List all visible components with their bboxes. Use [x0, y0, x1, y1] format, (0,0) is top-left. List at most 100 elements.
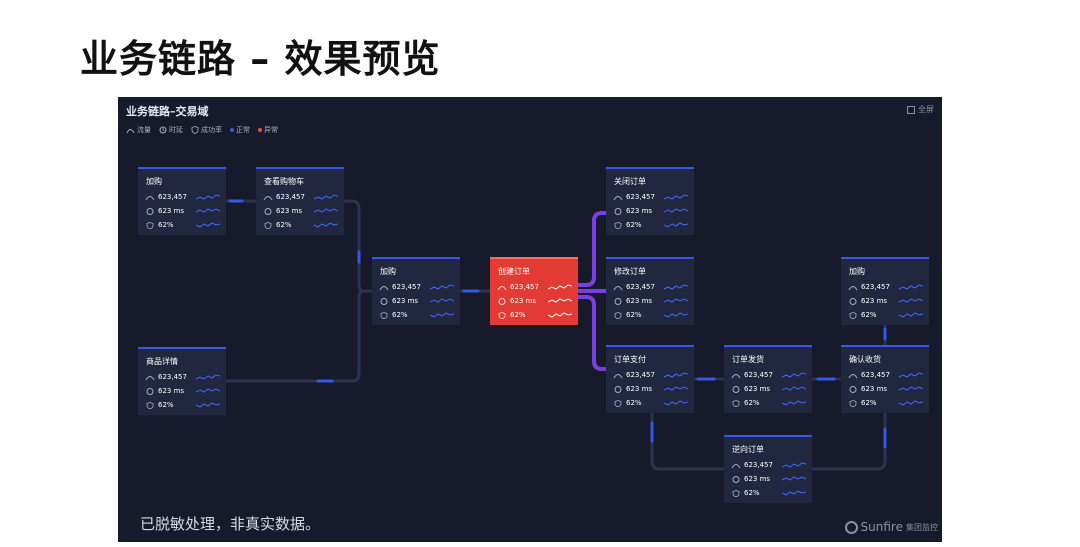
- rate-value: 62%: [510, 311, 526, 319]
- node-product-detail[interactable]: 商品详情 623,457 623 ms 62%: [138, 347, 226, 415]
- rate-sparkline: [664, 222, 688, 228]
- node-order-payment[interactable]: 订单支付 623,457 623 ms 62%: [606, 345, 694, 413]
- clock-icon: [146, 387, 154, 395]
- node-title: 加购: [849, 267, 865, 276]
- node-title: 关闭订单: [614, 177, 646, 186]
- traffic-value: 623,457: [626, 371, 655, 379]
- traffic-icon: [263, 195, 273, 200]
- traffic-icon: [126, 128, 135, 133]
- node-modify-order[interactable]: 修改订单 623,457 623 ms 62%: [606, 257, 694, 325]
- panel-title: 业务链路–交易域: [126, 105, 209, 118]
- link-n3-n4: [224, 289, 367, 383]
- clock-icon: [614, 385, 622, 393]
- shield-icon: [146, 401, 154, 409]
- latency-sparkline: [664, 208, 688, 213]
- brand-subtitle: 集团监控: [906, 522, 938, 532]
- brand-name: Sunfire: [860, 520, 903, 534]
- legend-normal: 正常: [230, 125, 250, 135]
- legend-success-rate: 成功率: [191, 125, 222, 135]
- legend-abnormal: 异常: [258, 125, 278, 135]
- shield-icon: [191, 126, 199, 134]
- traffic-sparkline: [782, 462, 806, 468]
- traffic-icon: [497, 285, 507, 290]
- link-n5-n6: [576, 211, 608, 287]
- traffic-value: 623,457: [744, 371, 773, 379]
- fullscreen-icon: [907, 105, 915, 114]
- latency-sparkline: [899, 386, 923, 391]
- latency-value: 623 ms: [744, 385, 771, 393]
- legend-traffic: 流量: [126, 125, 151, 135]
- traffic-sparkline: [314, 194, 338, 200]
- traffic-value: 623,457: [744, 461, 773, 469]
- shield-icon: [614, 221, 622, 229]
- shield-icon: [849, 311, 857, 319]
- shield-icon: [380, 311, 388, 319]
- fullscreen-button[interactable]: 全屏: [907, 104, 934, 115]
- node-add-to-cart-2[interactable]: 加购 623,457 623 ms 62%: [372, 257, 460, 325]
- rate-sparkline: [899, 312, 923, 318]
- rate-value: 62%: [626, 311, 642, 319]
- rate-sparkline: [548, 312, 572, 318]
- link-n8-n12: [650, 411, 726, 471]
- clock-icon: [732, 475, 740, 483]
- latency-sparkline: [664, 386, 688, 391]
- clock-icon: [849, 297, 857, 305]
- traffic-sparkline: [430, 284, 454, 290]
- node-confirm-receipt[interactable]: 确认收货 623,457 623 ms 62%: [841, 345, 929, 413]
- clock-icon: [614, 297, 622, 305]
- shield-icon: [146, 221, 154, 229]
- node-order-shipment[interactable]: 订单发货 623,457 623 ms 62%: [724, 345, 812, 413]
- traffic-value: 623,457: [626, 193, 655, 201]
- node-title: 确认收货: [849, 355, 881, 364]
- abnormal-dot: [258, 128, 262, 132]
- node-title: 订单发货: [732, 355, 764, 364]
- latency-sparkline: [782, 476, 806, 481]
- latency-value: 623 ms: [158, 387, 185, 395]
- slide-title: 业务链路 – 效果预览: [80, 37, 441, 81]
- traffic-sparkline: [782, 372, 806, 378]
- latency-sparkline: [548, 298, 572, 303]
- traffic-value: 623,457: [861, 283, 890, 291]
- rate-value: 62%: [626, 399, 642, 407]
- clock-icon: [264, 207, 272, 215]
- latency-sparkline: [899, 298, 923, 303]
- traffic-value: 623,457: [510, 283, 539, 291]
- rate-value: 62%: [276, 221, 292, 229]
- traffic-sparkline: [664, 194, 688, 200]
- legend: 流量 时延 成功率 正常 异常: [126, 125, 278, 135]
- latency-sparkline: [314, 208, 338, 213]
- shield-icon: [732, 489, 740, 497]
- rate-sparkline: [664, 400, 688, 406]
- traffic-sparkline: [664, 372, 688, 378]
- latency-value: 623 ms: [861, 385, 888, 393]
- latency-sparkline: [196, 388, 220, 393]
- rate-value: 62%: [392, 311, 408, 319]
- rate-sparkline: [430, 312, 454, 318]
- node-create-order[interactable]: 创建订单 623,457 623 ms 62%: [490, 257, 578, 325]
- sunfire-logo-icon: [844, 520, 858, 534]
- fullscreen-label: 全屏: [918, 105, 934, 114]
- latency-sparkline: [196, 208, 220, 213]
- clock-icon: [614, 207, 622, 215]
- traffic-icon: [731, 373, 741, 378]
- traffic-value: 623,457: [861, 371, 890, 379]
- link-n12-n10: [810, 411, 887, 471]
- latency-sparkline: [782, 386, 806, 391]
- node-close-order[interactable]: 关闭订单 623,457 623 ms 62%: [606, 167, 694, 235]
- traffic-value: 623,457: [158, 373, 187, 381]
- traffic-icon: [613, 285, 623, 290]
- node-title: 商品详情: [146, 357, 178, 366]
- latency-value: 623 ms: [861, 297, 888, 305]
- shield-icon: [498, 311, 506, 319]
- rate-sparkline: [664, 312, 688, 318]
- node-view-cart[interactable]: 查看购物车 623,457 623 ms 62%: [256, 167, 344, 235]
- node-add-to-cart-3[interactable]: 加购 623,457 623 ms 62%: [841, 257, 929, 325]
- node-title: 加购: [146, 177, 162, 186]
- latency-value: 623 ms: [626, 297, 653, 305]
- rate-value: 62%: [744, 399, 760, 407]
- rate-sparkline: [782, 400, 806, 406]
- latency-sparkline: [664, 298, 688, 303]
- node-reverse-order[interactable]: 逆向订单 623,457 623 ms 62%: [724, 435, 812, 503]
- node-add-to-cart[interactable]: 加购 623,457 623 ms 62%: [138, 167, 226, 235]
- node-title: 创建订单: [498, 267, 530, 276]
